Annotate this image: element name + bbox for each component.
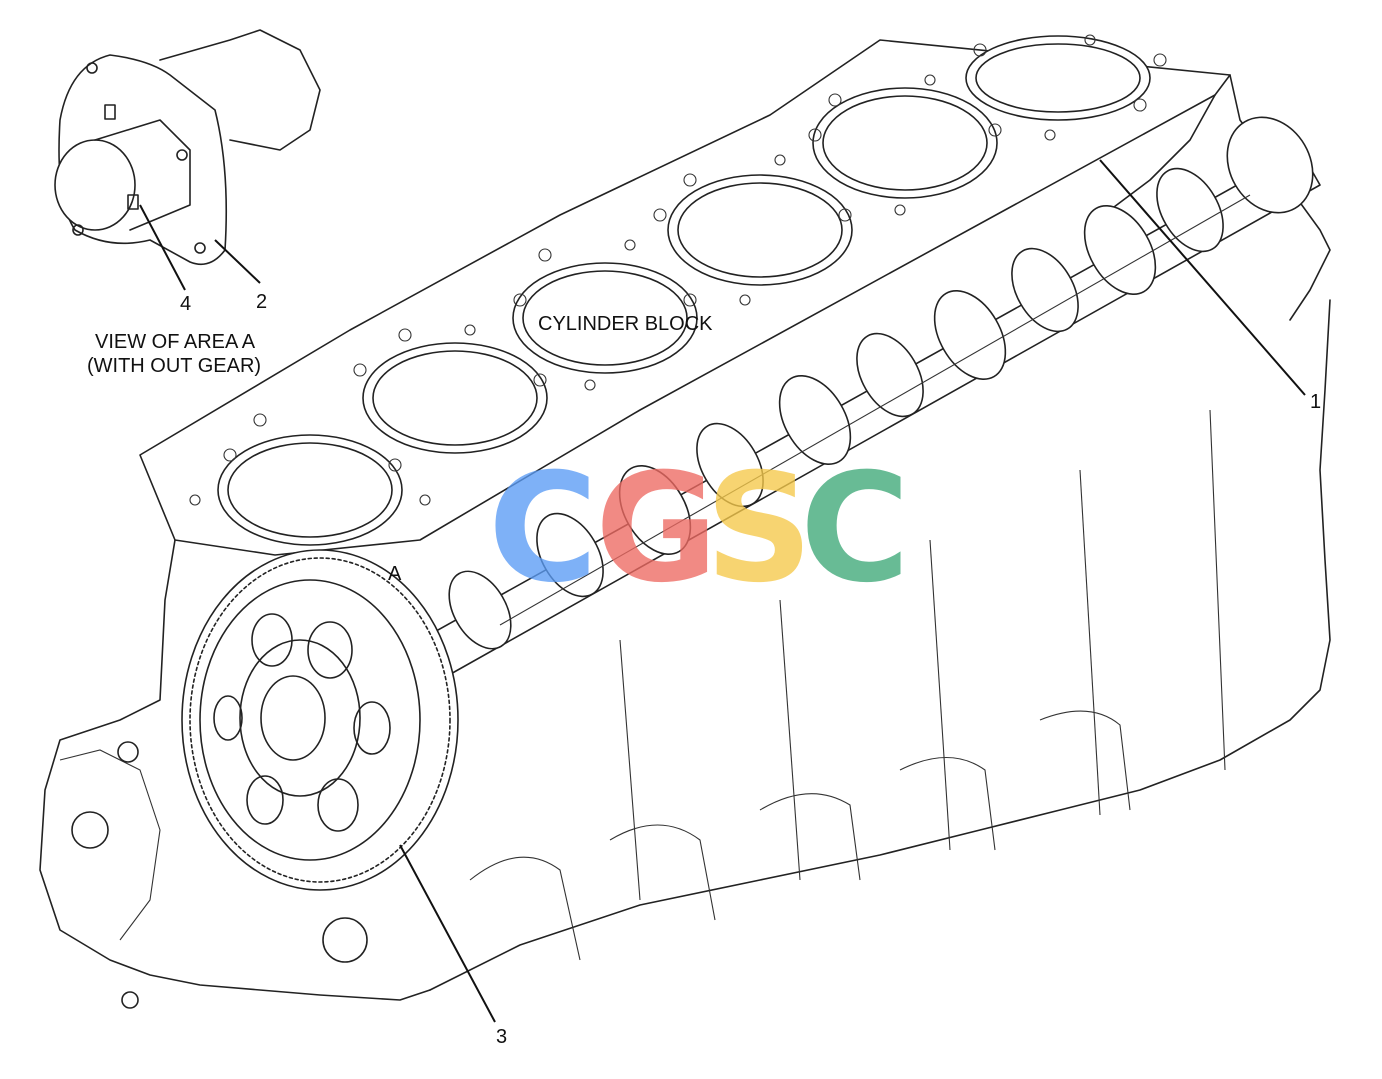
watermark: C G S C <box>488 442 910 616</box>
callout-2: 2 <box>256 291 267 313</box>
bore-3 <box>512 262 698 374</box>
watermark-letter: G <box>595 442 718 616</box>
camshaft <box>419 116 1321 681</box>
inset-view-area-a <box>54 29 321 266</box>
callout-3: 3 <box>496 1026 507 1048</box>
bore-1 <box>217 434 403 546</box>
leader-4 <box>139 204 186 291</box>
cylinder-bores <box>217 35 1151 546</box>
watermark-letter: C <box>800 442 910 616</box>
callout-4: 4 <box>180 293 191 315</box>
leader-3 <box>399 844 496 1023</box>
bore-6 <box>965 35 1151 121</box>
block-front-face <box>39 539 431 1001</box>
gear-body <box>181 549 459 891</box>
camshaft-gear <box>181 549 459 891</box>
area-a-marker: A <box>388 563 402 585</box>
watermark-letter: C <box>488 442 598 616</box>
watermark-letter: S <box>705 442 813 616</box>
leader-2 <box>214 239 261 284</box>
leader-lines <box>139 159 1306 1023</box>
bore-2 <box>362 342 548 454</box>
cylinder-block-label: CYLINDER BLOCK <box>538 313 713 335</box>
view-caption-line1: VIEW OF AREA A <box>95 331 256 353</box>
bore-4 <box>667 174 853 286</box>
deck-holes <box>189 34 1167 506</box>
callout-1: 1 <box>1310 391 1321 413</box>
leader-1 <box>1099 159 1306 396</box>
bore-5 <box>812 87 998 199</box>
view-caption-line2: (WITH OUT GEAR) <box>87 355 261 377</box>
